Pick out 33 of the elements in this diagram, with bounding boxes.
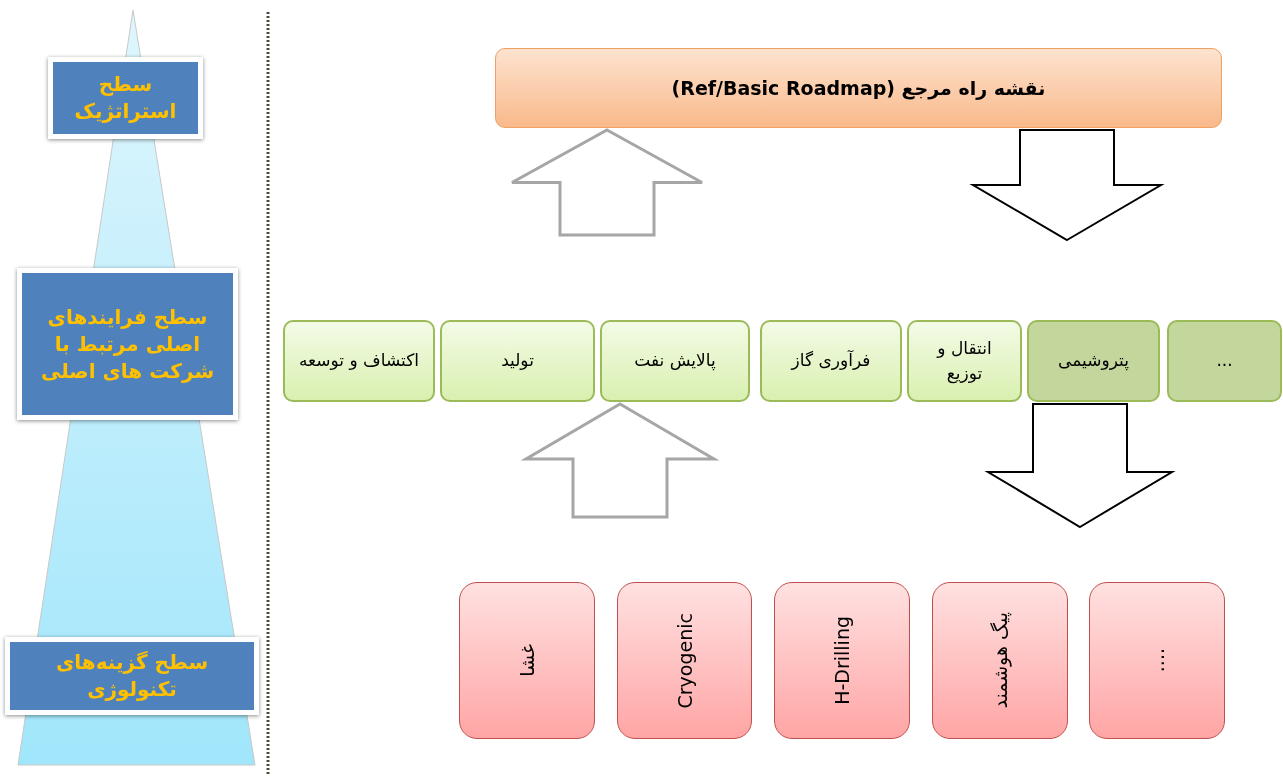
roadmap-box bbox=[495, 48, 1222, 128]
technology-box bbox=[1089, 582, 1225, 739]
node-text: پتروشیمی bbox=[1058, 349, 1129, 373]
node-text: انتقال و توزیع bbox=[935, 336, 993, 386]
process-box bbox=[760, 320, 902, 402]
node-text: غشا bbox=[516, 644, 538, 677]
node-text: اکتشاف و توسعه bbox=[299, 349, 419, 373]
block-arrow bbox=[520, 402, 720, 519]
process-box bbox=[440, 320, 595, 402]
block-arrow bbox=[984, 403, 1176, 529]
node-text: .... bbox=[1146, 648, 1168, 673]
node-text: نقشه راه مرجع (Ref/Basic Roadmap) bbox=[671, 77, 1046, 99]
block-arrow bbox=[510, 128, 704, 237]
technology-box bbox=[459, 582, 595, 739]
node-text: Cryogenic bbox=[673, 612, 696, 709]
node-text: فرآوری گاز bbox=[791, 349, 871, 373]
process-box bbox=[1167, 320, 1282, 402]
process-box bbox=[907, 320, 1022, 402]
node-text: ... bbox=[1216, 349, 1233, 373]
technology-box bbox=[617, 582, 752, 739]
node-text: سطح فرایندهای اصلی مرتبط با شرکت های اصلی bbox=[39, 303, 216, 385]
technology-box bbox=[932, 582, 1068, 739]
process-box bbox=[1027, 320, 1160, 402]
node-text: H-Drilling bbox=[831, 616, 853, 705]
process-box bbox=[600, 320, 750, 402]
node-text: پالایش نفت bbox=[634, 349, 716, 373]
node-text: سطح استراتژیک bbox=[73, 71, 178, 125]
node-text: تولید bbox=[501, 349, 534, 373]
node-text: پیگ هوشمند bbox=[989, 612, 1011, 709]
block-arrow bbox=[969, 129, 1165, 242]
technology-box bbox=[774, 582, 910, 739]
node-text: سطح گزینه‌های تکنولوژی bbox=[54, 649, 210, 703]
process-box bbox=[283, 320, 435, 402]
